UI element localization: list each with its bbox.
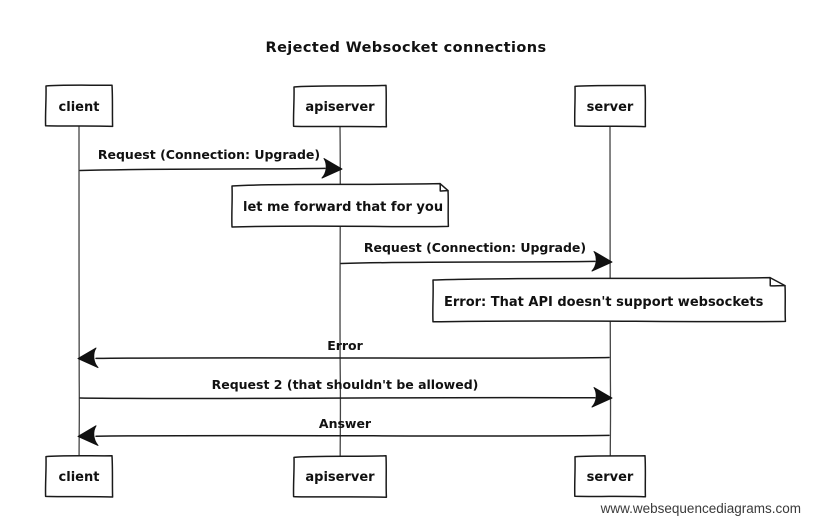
message-arrowhead-5 [77, 425, 99, 446]
message-line-5 [95, 434, 610, 437]
diagram-title: Rejected Websocket connections [266, 40, 547, 56]
participant-server-top[interactable]: server [573, 84, 647, 128]
participant-box-server-top [573, 84, 647, 128]
message-1[interactable]: Request (Connection: Upgrade) [79, 147, 343, 179]
participant-label-apiserver-top: apiserver [305, 100, 375, 115]
message-line-4 [79, 396, 596, 400]
message-arrowhead-1 [321, 158, 343, 179]
message-label-5: Answer [319, 416, 372, 431]
participant-box-apiserver-top [292, 84, 388, 128]
note-label-2: Error: That API doesn't support websocke… [444, 295, 764, 310]
message-line-3 [95, 356, 610, 360]
note-label-1: let me forward that for you [243, 200, 443, 215]
participant-boxes-top: client apiserver server [44, 84, 647, 128]
message-2[interactable]: Request (Connection: Upgrade) [340, 240, 613, 272]
note-box-2 [432, 276, 787, 323]
message-label-3: Error [327, 338, 363, 353]
lifelines-group [78, 125, 612, 458]
participant-label-client-top: client [59, 100, 100, 115]
note-fold-1-icon [439, 182, 449, 192]
participant-box-client-top [44, 84, 114, 128]
message-label-1: Request (Connection: Upgrade) [98, 147, 320, 162]
participant-apiserver-top[interactable]: apiserver [292, 84, 388, 128]
message-label-2: Request (Connection: Upgrade) [364, 240, 586, 255]
message-5[interactable]: Answer [77, 416, 610, 446]
message-line-1 [79, 167, 326, 172]
participant-client-top[interactable]: client [44, 84, 114, 128]
participant-label-server-top: server [587, 100, 634, 115]
participant-boxes-bottom: client apiserver server [44, 455, 647, 498]
participant-apiserver-bottom[interactable]: apiserver [292, 455, 388, 498]
participant-box-apiserver-bottom [292, 455, 388, 498]
participant-server-bottom[interactable]: server [573, 455, 647, 498]
message-arrowhead-2 [591, 251, 613, 272]
message-arrowhead-4 [591, 387, 613, 408]
note-1[interactable]: let me forward that for you [231, 182, 450, 228]
message-4[interactable]: Request 2 (that shouldn't be allowed) [79, 377, 613, 408]
participant-label-apiserver-bottom: apiserver [305, 470, 375, 485]
note-box-1 [231, 182, 450, 228]
message-3[interactable]: Error [77, 338, 610, 369]
lifeline-server [609, 125, 612, 458]
message-arrowhead-3 [77, 347, 99, 369]
footer-watermark: www.websequencediagrams.com [600, 501, 801, 516]
participant-label-client-bottom: client [59, 470, 100, 485]
message-label-4: Request 2 (that shouldn't be allowed) [212, 377, 479, 392]
message-line-2 [340, 260, 596, 265]
note-fold-2-icon [769, 276, 786, 287]
participant-label-server-bottom: server [587, 470, 634, 485]
note-2[interactable]: Error: That API doesn't support websocke… [432, 276, 787, 323]
participant-box-server-bottom [573, 455, 647, 498]
participant-box-client-bottom [44, 455, 114, 498]
participant-client-bottom[interactable]: client [44, 455, 114, 498]
